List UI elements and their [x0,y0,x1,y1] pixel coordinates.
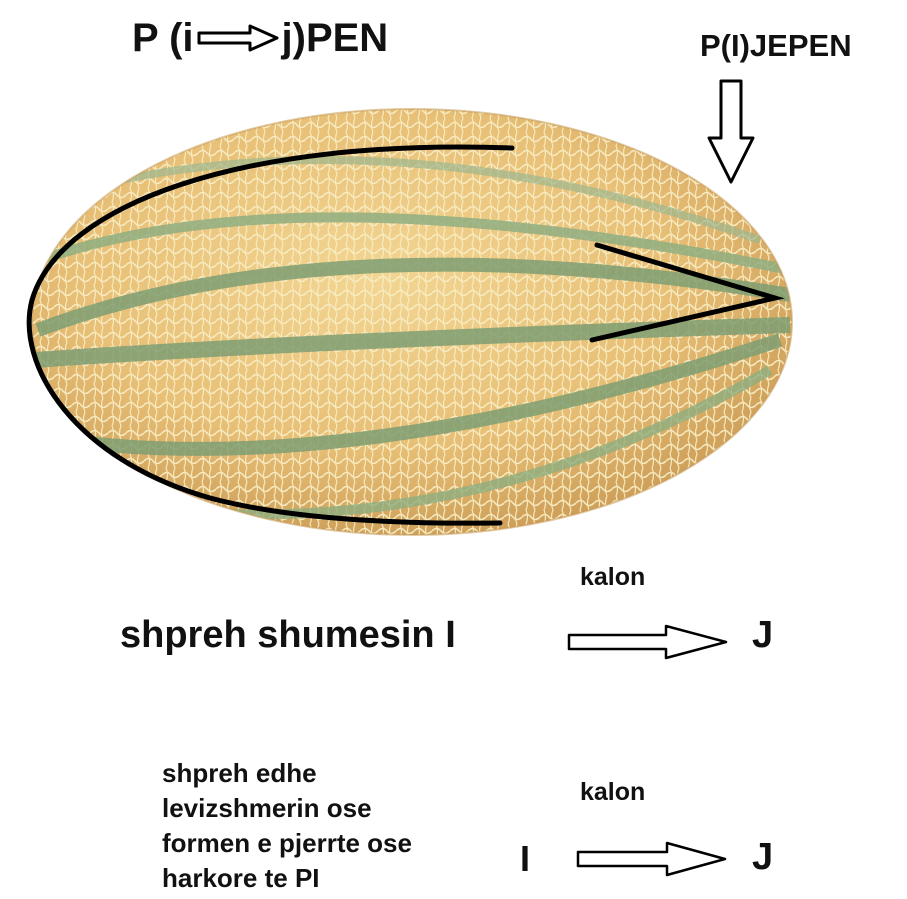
title-prefix: P (i [132,16,194,61]
title-right-arrow-icon [196,24,280,52]
source-label-2: I [520,838,530,880]
right-arrow-icon [566,623,732,661]
description-block: shpreh edhe levizshmerin ose formen e pj… [162,756,522,896]
target-label-2: J [752,836,773,879]
description-line: shpreh edhe [162,756,522,791]
diagram-title: P (i j)PEN [132,8,388,68]
description-line: harkore te PI [162,861,522,896]
kalon-label-2: kalon [580,778,645,807]
statement-label: shpreh shumesin I [120,614,456,657]
melon-image [0,90,907,560]
description-line: levizshmerin ose [162,791,522,826]
title-suffix: j)PEN [282,16,389,61]
right-arrow-icon [575,840,730,878]
description-line: formen e pjerrte ose [162,826,522,861]
top-right-label: P(I)JEPEN [700,28,852,64]
kalon-label-1: kalon [580,563,645,592]
target-label-1: J [752,614,773,657]
